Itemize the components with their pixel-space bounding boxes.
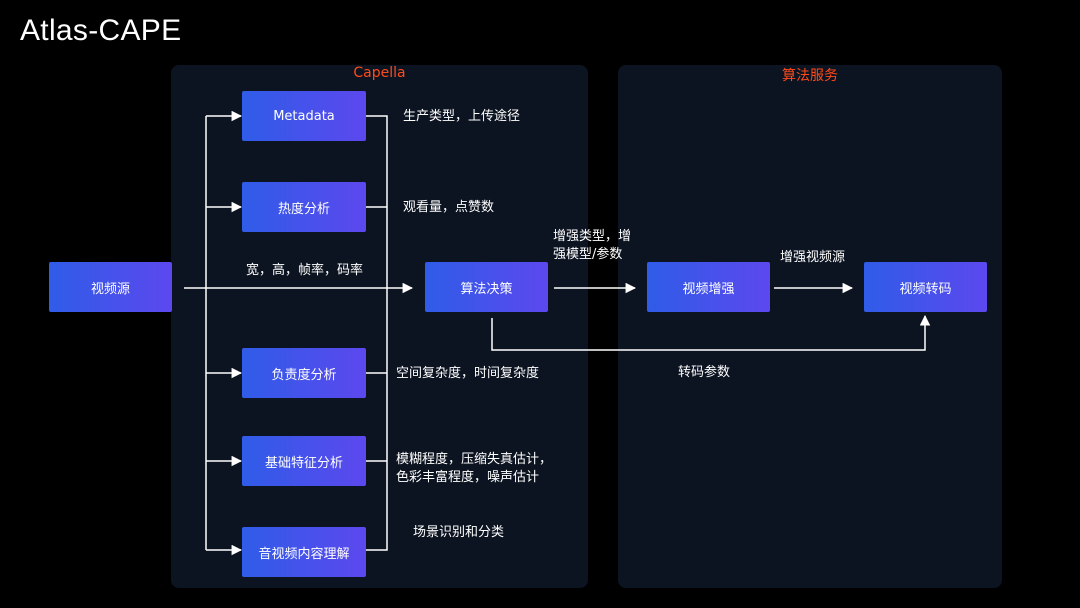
basic-features-node: 基础特征分析 xyxy=(242,436,366,486)
complexity-analysis-node: 负责度分析 xyxy=(242,348,366,398)
source-desc-label: 宽，高，帧率，码率 xyxy=(246,263,364,278)
metadata-desc-label: 生产类型，上传途径 xyxy=(403,109,521,124)
decision-out-label-line1: 增强类型，增 xyxy=(553,229,632,244)
video-transcode-node: 视频转码 xyxy=(864,262,987,312)
metadata-node: Metadata xyxy=(242,91,366,141)
heat-desc-label: 观看量，点赞数 xyxy=(403,200,495,215)
transcode-params-label: 转码参数 xyxy=(678,365,731,380)
basic-desc-label-line1: 模糊程度，压缩失真估计， xyxy=(396,452,553,467)
heat-analysis-node: 热度分析 xyxy=(242,182,366,232)
complexity-desc-label: 空间复杂度，时间复杂度 xyxy=(396,366,540,381)
decision-out-label-line2: 强模型/参数 xyxy=(553,247,623,262)
metadata-out-line xyxy=(366,115,388,551)
algo-service-panel: 算法服务 xyxy=(618,65,1002,588)
algorithm-decision-node: 算法决策 xyxy=(425,262,548,312)
capella-panel-title: Capella xyxy=(353,65,406,81)
av-desc-label: 场景识别和分类 xyxy=(413,525,505,540)
av-understanding-node: 音视频内容理解 xyxy=(242,527,366,577)
algo-service-panel-title: 算法服务 xyxy=(782,68,838,84)
enhance-out-label: 增强视频源 xyxy=(780,250,846,265)
basic-desc-label-line2: 色彩丰富程度，噪声估计 xyxy=(396,470,540,485)
capella-panel: Capella xyxy=(171,65,588,588)
decision-to-transcode-arrow xyxy=(491,314,931,351)
video-enhance-node: 视频增强 xyxy=(647,262,770,312)
video-source-node: 视频源 xyxy=(49,262,172,312)
page-title: Atlas-CAPE xyxy=(20,14,182,47)
